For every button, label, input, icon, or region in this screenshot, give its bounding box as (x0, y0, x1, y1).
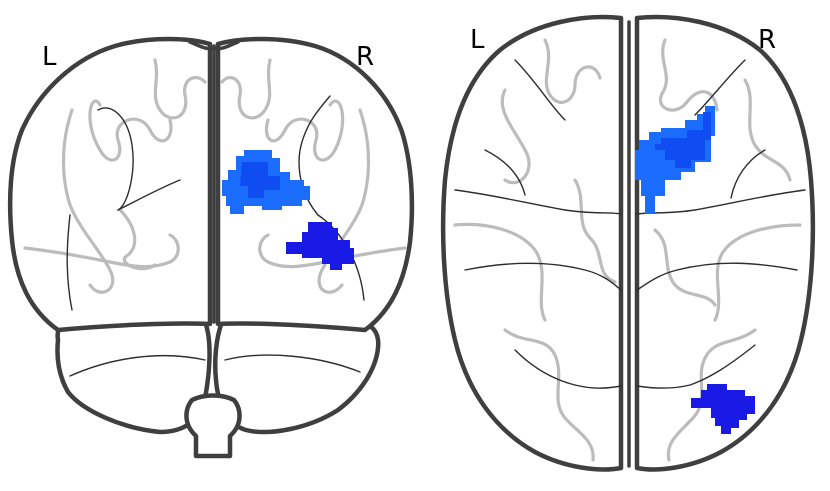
lobe-line-right (224, 354, 361, 373)
gyrus-right-1 (264, 99, 345, 162)
gyrus-l-3 (453, 222, 547, 322)
cluster-coronal-lower (286, 222, 354, 270)
left-hemisphere (440, 14, 624, 472)
gyrus-l-4 (573, 178, 617, 284)
right-hemisphere (215, 36, 415, 333)
sulcus-left-2 (117, 179, 181, 211)
left-side-label: L (42, 42, 57, 72)
sulcus-l-2 (454, 189, 622, 215)
brainstem (184, 393, 242, 459)
gyrus-r-2 (743, 78, 792, 182)
gyrus-l-2 (500, 88, 531, 185)
gyrus-left-2 (61, 108, 115, 294)
coronal-brain-svg (7, 36, 415, 459)
sulcus-l-5 (514, 349, 622, 389)
gyrus-r-4 (653, 228, 717, 307)
cluster-axial-lower (691, 384, 755, 434)
sulcus-left-1 (97, 107, 134, 211)
cluster-coronal-upper (222, 150, 310, 214)
coronal-view: L R (7, 36, 415, 459)
sulcus-r-1 (694, 59, 746, 116)
sulcus-right-1 (298, 95, 331, 216)
sulcus-r-3 (636, 262, 798, 291)
gyrus-l-1 (543, 38, 602, 104)
gyrus-r-5 (666, 328, 757, 462)
gyrus-l-5 (503, 328, 595, 462)
gyrus-r-1 (659, 38, 719, 112)
gyrus-left-1 (88, 99, 173, 162)
gyrus-left-4 (118, 208, 157, 271)
cluster-axial-upper (635, 106, 715, 214)
right-side-label: R (356, 42, 375, 72)
sulcus-l-1 (514, 59, 566, 121)
sulcus-r-5 (636, 344, 756, 389)
left-side-label: L (470, 25, 485, 55)
gyrus-left-5 (153, 58, 207, 120)
sulcus-l-4 (484, 149, 526, 196)
sulcus-r-4 (730, 149, 766, 199)
gyrus-right-4 (220, 58, 272, 120)
gyrus-right-2 (317, 108, 371, 294)
axial-view: L R (425, 0, 830, 491)
lobe-line-left (69, 355, 206, 377)
sulcus-left-3 (66, 214, 73, 311)
sulcus-l-3 (464, 262, 622, 291)
gyrus-right-3 (258, 233, 407, 269)
gyrus-r-3 (713, 223, 802, 322)
top-notch (188, 40, 240, 51)
right-side-label: R (758, 25, 777, 55)
axial-brain-svg (440, 14, 816, 472)
